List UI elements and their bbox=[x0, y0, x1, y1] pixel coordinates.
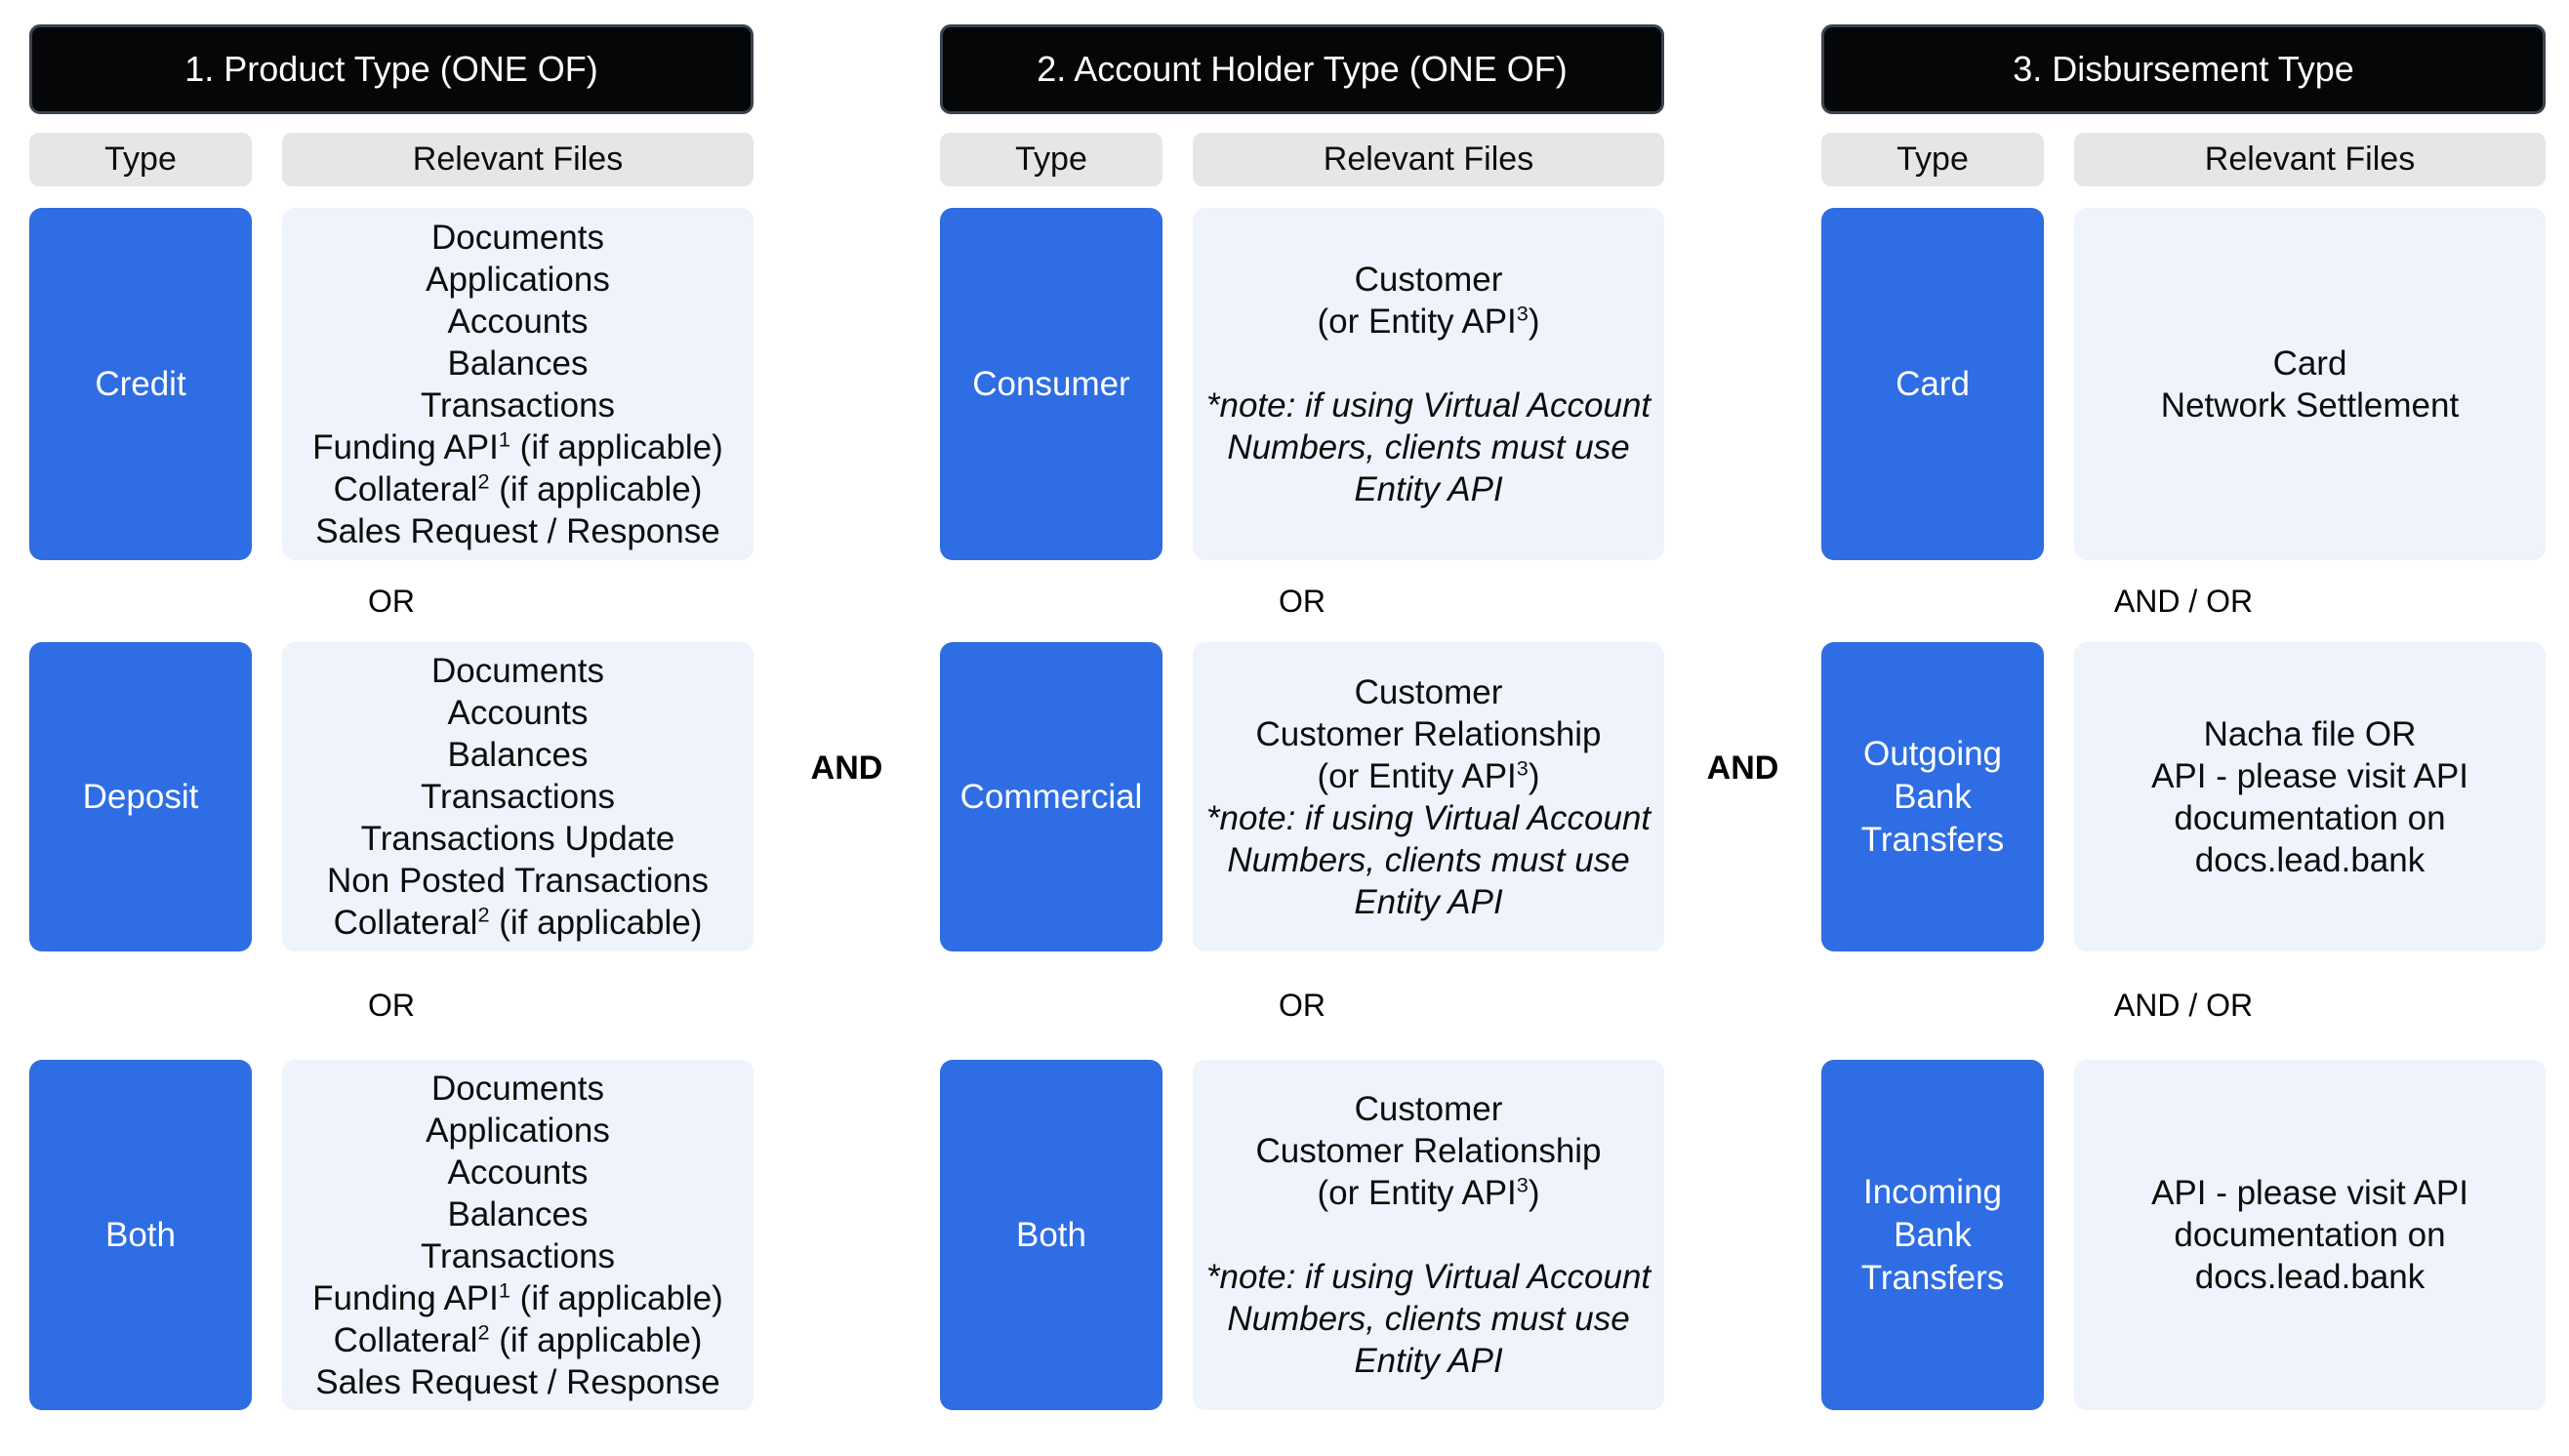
type-box-both: Both bbox=[940, 1060, 1162, 1410]
group-product-type: 1. Product Type (ONE OF) Type Relevant F… bbox=[29, 24, 754, 1456]
relevant-files-column-header: Relevant Files bbox=[282, 133, 754, 186]
group-disbursement-type: 3. Disbursement Type Type Relevant Files… bbox=[1821, 24, 2546, 1456]
column-headers: Type Relevant Files bbox=[1821, 133, 2546, 186]
type-box-outgoing-bank-transfers: Outgoing Bank Transfers bbox=[1821, 642, 2044, 951]
type-box-commercial: Commercial bbox=[940, 642, 1162, 951]
and-or-separator: AND / OR bbox=[2113, 583, 2254, 619]
group-product-type-title-bar: 1. Product Type (ONE OF) bbox=[29, 24, 754, 114]
group-title: 1. Product Type (ONE OF) bbox=[184, 49, 598, 89]
group-disbursement-title-bar: 3. Disbursement Type bbox=[1821, 24, 2546, 114]
type-box-consumer: Consumer bbox=[940, 208, 1162, 560]
and-label: AND bbox=[810, 749, 883, 787]
relevant-files-column-header: Relevant Files bbox=[1193, 133, 1664, 186]
group-account-holder-title-bar: 2. Account Holder Type (ONE OF) bbox=[940, 24, 1664, 114]
type-column-header: Type bbox=[1821, 133, 2044, 186]
or-separator: OR bbox=[1279, 583, 1325, 619]
relevant-files-column-header: Relevant Files bbox=[2074, 133, 2546, 186]
or-separator: OR bbox=[368, 988, 415, 1023]
and-or-separator: AND / OR bbox=[2113, 988, 2254, 1023]
and-connector-1: AND bbox=[754, 24, 940, 1456]
type-box-both: Both bbox=[29, 1060, 252, 1410]
group-account-holder-type: 2. Account Holder Type (ONE OF) Type Rel… bbox=[940, 24, 1664, 1456]
files-box-consumer: Customer(or Entity API3) *note: if using… bbox=[1193, 208, 1664, 560]
type-box-card: Card bbox=[1821, 208, 2044, 560]
type-box-deposit: Deposit bbox=[29, 642, 252, 951]
and-connector-2: AND bbox=[1664, 24, 1821, 1456]
type-column-header: Type bbox=[29, 133, 252, 186]
or-separator: OR bbox=[368, 583, 415, 619]
type-box-credit: Credit bbox=[29, 208, 252, 560]
or-separator: OR bbox=[1279, 988, 1325, 1023]
row-incoming-bank-transfers: Incoming Bank Transfers API - please vis… bbox=[1821, 1060, 2546, 1410]
type-column-header: Type bbox=[940, 133, 1162, 186]
group-title: 2. Account Holder Type (ONE OF) bbox=[1037, 49, 1568, 89]
row-consumer: Consumer Customer(or Entity API3) *note:… bbox=[940, 208, 1664, 560]
column-headers: Type Relevant Files bbox=[29, 133, 754, 186]
and-label: AND bbox=[1706, 749, 1779, 787]
group-title: 3. Disbursement Type bbox=[2013, 49, 2354, 89]
type-box-incoming-bank-transfers: Incoming Bank Transfers bbox=[1821, 1060, 2044, 1410]
column-headers: Type Relevant Files bbox=[940, 133, 1664, 186]
